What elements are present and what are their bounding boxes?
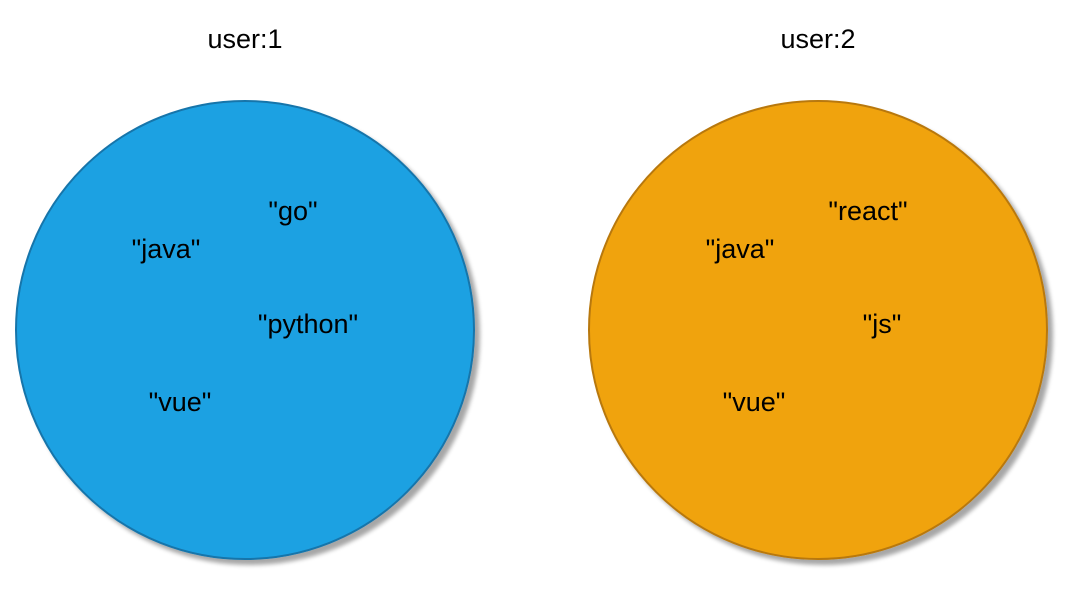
set-member: "react" (828, 196, 907, 226)
set-title-user-1: user:1 (207, 24, 282, 54)
set-circle-user-2 (588, 100, 1048, 560)
set-title-user-2: user:2 (780, 24, 855, 54)
set-member: "java" (706, 234, 775, 264)
set-member: "js" (863, 309, 902, 339)
set-member: "vue" (723, 387, 786, 417)
set-user-1: user:1 "go" "java" "python" "vue" (15, 24, 475, 560)
set-member: "go" (268, 196, 317, 226)
set-member: "java" (132, 234, 201, 264)
set-circle-user-1 (15, 100, 475, 560)
set-member: "vue" (149, 387, 212, 417)
set-user-2: user:2 "react" "java" "js" "vue" (588, 24, 1048, 560)
set-member: "python" (258, 309, 358, 339)
